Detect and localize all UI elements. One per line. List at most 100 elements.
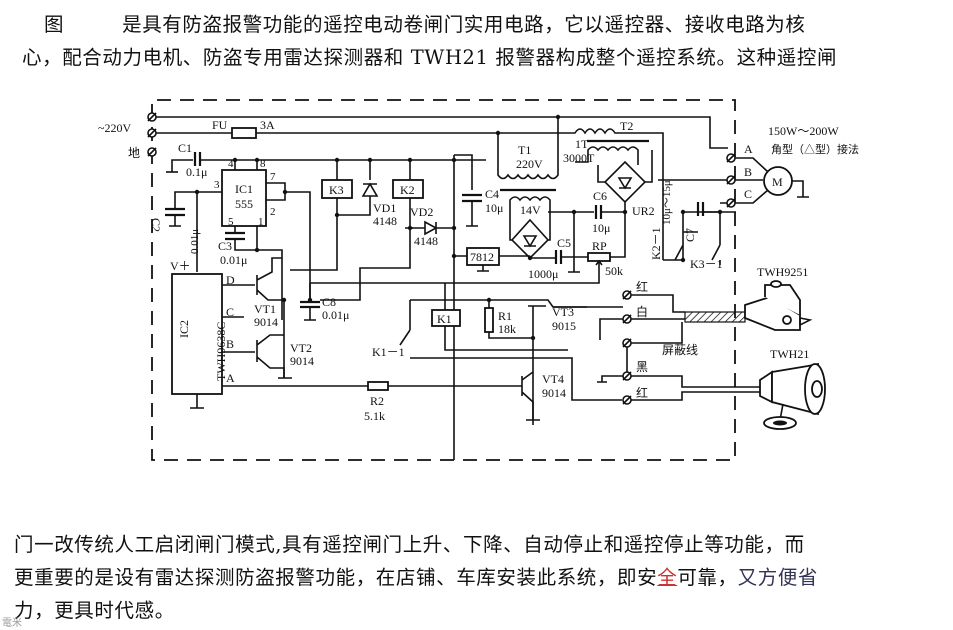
c1-name: C1 [178,141,192,155]
svg-text:1: 1 [258,216,264,228]
ground-label: 地 [128,146,140,160]
resistor-r2 [367,381,389,391]
svg-text:VT1: VT1 [254,302,276,316]
svg-text:M: M [772,175,783,189]
svg-text:10μ: 10μ [592,221,610,235]
svg-text:RP: RP [592,239,607,253]
svg-text:50k: 50k [605,264,623,278]
svg-text:C6: C6 [593,189,607,203]
svg-text:7: 7 [270,171,276,183]
svg-text:220V: 220V [516,157,543,171]
svg-text:VT3: VT3 [552,305,574,319]
ic1-555 [221,169,267,227]
svg-text:0.01μ: 0.01μ [322,308,349,322]
svg-text:R1: R1 [498,309,512,323]
svg-text:VD2: VD2 [410,205,433,219]
watermark: 電米 [2,618,22,629]
svg-text:T2: T2 [620,119,633,133]
svg-text:D: D [226,273,235,287]
svg-text:R2: R2 [370,394,384,408]
transistor-vt1 [256,257,284,301]
svg-text:4148: 4148 [373,214,397,228]
ic1-part: 555 [235,197,253,211]
outro-paragraph: 门一改传统人工启闭闸门模式,具有遥控闸门上升、下降、自动停止和遥控停止等功能，而… [0,528,953,627]
svg-text:VT4: VT4 [542,372,564,386]
svg-text:1T: 1T [575,137,589,151]
switch-k2-1: K2－1 [649,227,663,260]
svg-text:18k: 18k [498,322,516,336]
svg-text:5.1k: 5.1k [364,409,385,423]
svg-text:VD1: VD1 [373,201,396,215]
supply-voltage-label: ~220V [98,121,131,135]
junction-dots [194,114,723,341]
svg-text:5: 5 [228,216,234,228]
fuse [231,127,257,139]
wire-black: 黑 [636,360,648,374]
svg-text:9015: 9015 [552,319,576,333]
c1-value: 0.1μ [186,165,207,179]
wire-red-2: 红 [636,385,648,400]
svg-text:8: 8 [260,158,266,170]
svg-text:K1: K1 [437,312,452,326]
intro-line-2: 心，配合动力电机、防盗专用雷达探测器和 TWH21 报警器构成整个遥控系统。这种… [22,46,838,69]
wire-red-1: 红 [636,279,648,294]
motor-terminals [726,153,736,208]
motor-wiring: 角型（△型）接法 [771,142,859,156]
transistor-vt4 [521,371,540,421]
transistor-vt3 [528,305,546,425]
svg-text:IC2: IC2 [177,320,191,338]
relay-k3 [321,179,353,199]
motor-power: 150W～200W [768,124,839,138]
svg-text:UR2: UR2 [632,204,655,218]
svg-text:C: C [226,305,234,319]
outro-line-3: 力，更具时代感。 [14,599,175,622]
intro-paragraph: 图是具有防盗报警功能的遥控电动卷闸门实用电路，它以遥控器、接收电路为核 心，配合… [0,8,953,74]
ic1-name: IC1 [235,182,253,196]
svg-text:TWH9638C: TWH9638C [214,322,228,381]
svg-text:A: A [744,142,753,156]
svg-text:VT2: VT2 [290,341,312,355]
intro-line-1: 图是具有防盗报警功能的遥控电动卷闸门实用电路，它以遥控器、接收电路为核 [44,13,806,36]
wire-white: 白 [636,304,648,319]
c3-name: C3 [218,239,232,253]
spellcheck-mark: 全 [657,566,678,589]
svg-text:4148: 4148 [414,234,438,248]
svg-text:10μ～15μ: 10μ～15μ [661,180,673,225]
svg-text:C5: C5 [557,236,571,250]
c2-value: 0.01μ [189,229,201,254]
svg-text:B: B [744,165,752,179]
transistor-vt2 [256,334,292,379]
relay-k2 [392,179,424,199]
svg-text:C: C [744,187,752,201]
svg-text:C8: C8 [322,295,336,309]
outro-line-2: 更重要的是设有雷达探测防盗报警功能，在店铺、车库安装此系统，即安全可靠，又方便省 [14,566,819,589]
alarm-label: TWH21 [770,347,809,361]
svg-text:K3: K3 [329,183,344,197]
bridge-rectifier-ur2 [603,160,647,204]
radar-label: TWH9251 [757,265,808,279]
switch-k1-1: K1－1 [372,345,405,359]
figure-label: 图 [44,13,65,36]
enclosure-border [151,99,736,461]
svg-text:7812: 7812 [470,250,494,264]
shielded-cable [684,311,746,323]
svg-text:K2: K2 [400,183,415,197]
c2-name: C2 [149,218,163,232]
ic2-vplus: V＋ [170,259,191,273]
svg-text:C4: C4 [485,187,499,201]
radar-sensor-icon [744,280,813,331]
svg-text:2: 2 [270,206,276,218]
svg-text:14V: 14V [520,203,541,217]
svg-text:9014: 9014 [254,315,278,329]
svg-text:B: B [226,337,234,351]
alarm-horn-icon [759,362,826,430]
fuse-name: FU [212,118,228,132]
svg-text:9014: 9014 [290,354,314,368]
svg-text:1000μ: 1000μ [528,267,558,281]
svg-text:C7: C7 [683,228,697,242]
svg-text:3000T: 3000T [563,151,595,165]
svg-text:T1: T1 [518,143,531,157]
switch-k3-1: K3－1 [690,257,723,271]
svg-text:4: 4 [228,158,234,170]
